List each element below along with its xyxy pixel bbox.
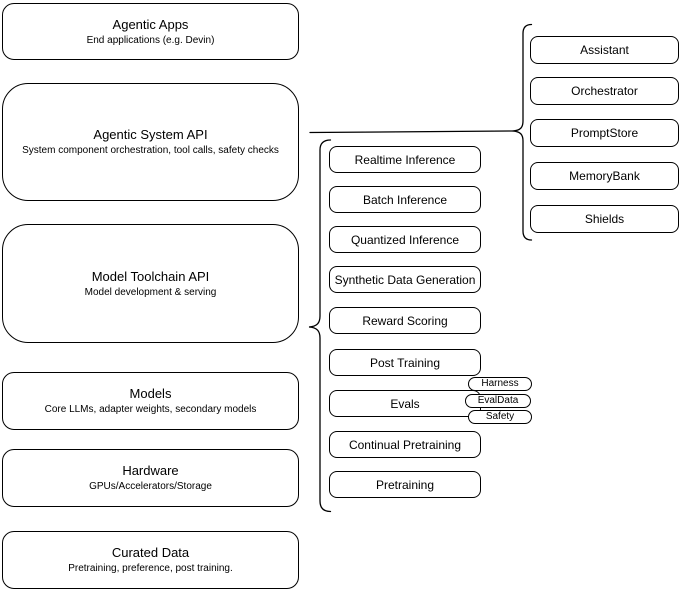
- service-label: Quantized Inference: [350, 232, 460, 247]
- service-label: Evals: [390, 396, 420, 411]
- component-box-memorybank: MemoryBank: [530, 162, 679, 190]
- component-box-promptstore: PromptStore: [530, 119, 679, 147]
- component-box-assistant: Assistant: [530, 36, 679, 64]
- box-title: Hardware: [122, 463, 179, 478]
- eval-tag-label: EvalData: [477, 395, 519, 406]
- stack-box-models: Models Core LLMs, adapter weights, secon…: [2, 372, 299, 430]
- component-box-shields: Shields: [530, 205, 679, 233]
- system-components-brace: [512, 23, 533, 241]
- stack-box-agentic-system-api: Agentic System API System component orch…: [2, 83, 299, 201]
- service-label: Realtime Inference: [354, 152, 456, 167]
- box-title: Curated Data: [111, 545, 190, 560]
- box-subtitle: Model development & serving: [84, 286, 217, 298]
- box-subtitle: System component orchestration, tool cal…: [22, 145, 279, 156]
- box-title: Model Toolchain API: [91, 268, 210, 284]
- service-box-quantized-inference: Quantized Inference: [329, 226, 481, 253]
- eval-tag-safety: Safety: [468, 410, 532, 424]
- eval-tag-harness: Harness: [468, 377, 532, 391]
- service-box-evals: Evals: [329, 390, 481, 417]
- box-subtitle: Pretraining, preference, post training.: [68, 563, 233, 574]
- service-box-batch-inference: Batch Inference: [329, 186, 481, 213]
- box-title: Models: [129, 386, 172, 401]
- service-box-pretraining: Pretraining: [329, 471, 481, 498]
- service-box-realtime-inference: Realtime Inference: [329, 146, 481, 173]
- stack-box-curated-data: Curated Data Pretraining, preference, po…: [2, 531, 299, 589]
- service-box-synthetic-data-generation: Synthetic Data Generation: [329, 266, 481, 293]
- eval-tag-label: Safety: [485, 411, 515, 422]
- box-title: Agentic System API: [93, 127, 208, 142]
- service-label: Batch Inference: [362, 192, 448, 207]
- service-label: Reward Scoring: [362, 313, 448, 328]
- box-title: Agentic Apps: [112, 16, 189, 32]
- box-subtitle: Core LLMs, adapter weights, secondary mo…: [44, 404, 257, 415]
- box-subtitle: GPUs/Accelerators/Storage: [89, 481, 212, 492]
- eval-tag-evaldata: EvalData: [465, 394, 531, 408]
- box-subtitle: End applications (e.g. Devin): [86, 34, 215, 46]
- toolchain-brace: [308, 139, 332, 513]
- component-box-orchestrator: Orchestrator: [530, 77, 679, 105]
- stack-box-agentic-apps: Agentic Apps End applications (e.g. Devi…: [2, 3, 299, 60]
- system-api-connector-line: [309, 130, 514, 134]
- service-label: Synthetic Data Generation: [334, 272, 476, 287]
- component-label: Shields: [584, 212, 625, 226]
- eval-tag-label: Harness: [481, 378, 519, 389]
- component-label: MemoryBank: [569, 169, 640, 183]
- component-label: PromptStore: [570, 126, 639, 140]
- service-label: Pretraining: [375, 477, 435, 492]
- service-box-reward-scoring: Reward Scoring: [329, 307, 481, 334]
- component-label: Orchestrator: [571, 84, 638, 98]
- stack-box-model-toolchain-api: Model Toolchain API Model development & …: [2, 224, 299, 343]
- service-label: Continual Pretraining: [348, 437, 462, 452]
- service-box-post-training: Post Training: [329, 349, 481, 376]
- service-label: Post Training: [369, 355, 441, 370]
- component-label: Assistant: [580, 43, 629, 57]
- stack-box-hardware: Hardware GPUs/Accelerators/Storage: [2, 449, 299, 507]
- service-box-continual-pretraining: Continual Pretraining: [329, 431, 481, 458]
